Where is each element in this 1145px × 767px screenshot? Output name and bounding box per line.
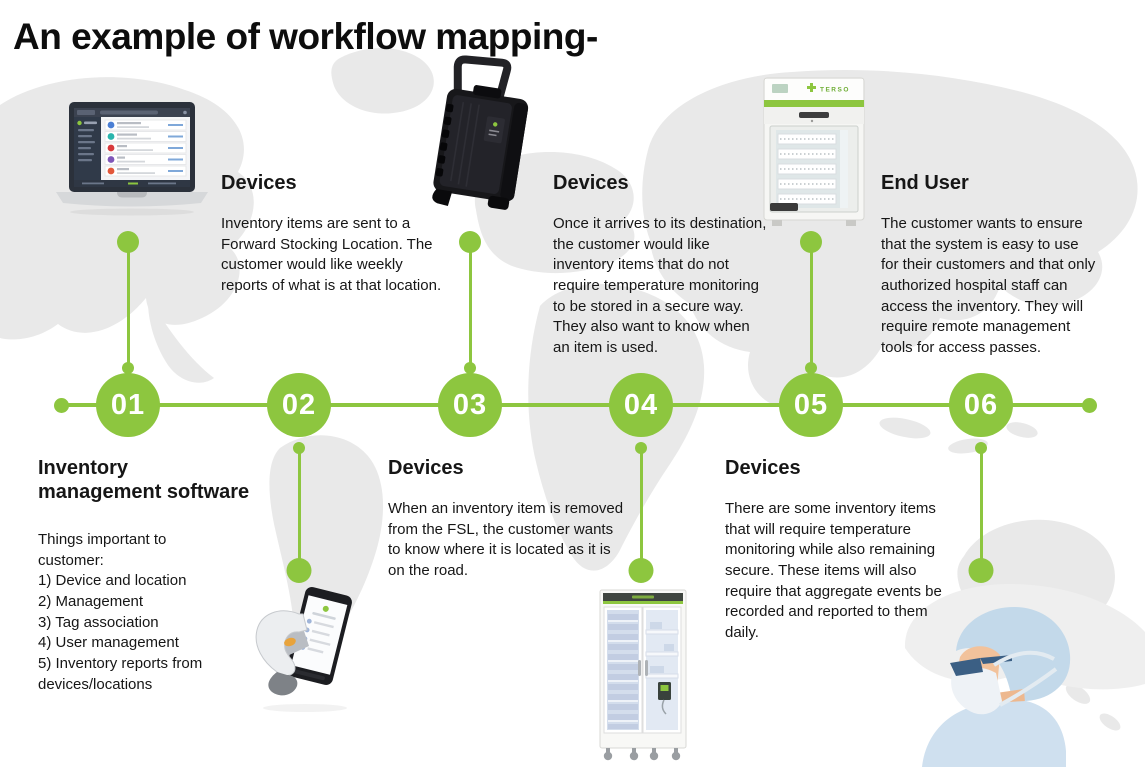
fridge-glass-door xyxy=(769,125,859,213)
step-number-02: 02 xyxy=(281,388,317,421)
step-circle-06: 06 xyxy=(949,373,1013,437)
fridge-header-panel: TERSO xyxy=(764,79,864,107)
step-number-01: 01 xyxy=(110,388,146,421)
step-02-text-block: Devices Inventory items are sent to a Fo… xyxy=(221,171,447,297)
cabinet-handle-left xyxy=(638,660,641,676)
cabinet-casters xyxy=(603,748,681,761)
step-04-heading: Devices xyxy=(553,172,629,194)
surgical-mask xyxy=(951,667,1002,715)
step-number-06: 06 xyxy=(963,388,999,421)
medical-refrigerator-illustration: TERSO xyxy=(763,77,865,226)
laptop-screen xyxy=(69,102,195,192)
step-circle-03: 03 xyxy=(438,373,502,437)
connector-step-06 xyxy=(979,448,983,570)
step-circle-05: 05 xyxy=(779,373,843,437)
step-06-text-block: End User The customer wants to ensure th… xyxy=(881,171,1097,359)
step-number-03: 03 xyxy=(452,388,488,421)
step-01-text-block: Inventory management software Things imp… xyxy=(38,456,273,696)
glasses-lens xyxy=(950,658,983,676)
handheld-scanner-illustration xyxy=(255,587,352,712)
cabinet-left-door xyxy=(603,606,643,734)
step-02-body: Inventory items are sent to a Forward St… xyxy=(221,215,442,295)
cabinet-control-panel xyxy=(658,682,671,715)
fridge-trays xyxy=(777,133,837,205)
fridge-door-handle xyxy=(770,203,798,211)
step-number-04: 04 xyxy=(623,388,659,421)
connector-step-01 xyxy=(126,242,130,368)
page-title: An example of workflow mapping- xyxy=(13,16,598,57)
cabinet-handle-right xyxy=(645,660,648,676)
step-circle-01: 01 xyxy=(96,373,160,437)
step-06-heading: End User xyxy=(881,172,969,194)
timeline-start-dot xyxy=(54,397,69,413)
step-02-heading: Devices xyxy=(221,172,297,194)
rugged-case-illustration xyxy=(432,55,529,210)
timeline-axis xyxy=(58,403,1092,407)
step-number-05: 05 xyxy=(793,388,829,421)
scrubs-body xyxy=(922,701,1066,767)
laptop-illustration xyxy=(56,102,208,216)
laptop-base xyxy=(56,192,208,216)
case-label xyxy=(483,116,505,144)
step-04-body: Once it arrives to its destination, the … xyxy=(553,215,767,357)
dashboard-list-rows xyxy=(104,119,187,177)
mask-strap-upper xyxy=(992,650,1055,667)
step-06-body: The customer wants to ensure that the sy… xyxy=(881,215,1096,357)
scanner-grip-underside xyxy=(268,672,298,696)
connector-step-02 xyxy=(297,448,301,570)
step-03-heading: Devices xyxy=(388,457,464,479)
nurse-illustration xyxy=(922,607,1071,767)
connector-step-05 xyxy=(809,242,813,368)
step-01-body: Things important to customer: 1) Device … xyxy=(38,531,203,693)
cabinet-right-door xyxy=(642,606,682,734)
timeline-end-dot xyxy=(1082,397,1097,413)
step-04-text-block: Devices Once it arrives to its destinati… xyxy=(553,171,767,359)
fridge-brand-text: TERSO xyxy=(820,87,850,94)
step-05-body: There are some inventory items that will… xyxy=(725,500,942,642)
case-trolley-handle xyxy=(453,55,512,122)
mask-strap-lower xyxy=(999,667,1058,707)
connector-step-04 xyxy=(639,448,643,570)
step-01-heading: Inventory management software xyxy=(38,457,250,503)
step-circle-02: 02 xyxy=(267,373,331,437)
scanner-grip xyxy=(255,610,308,676)
step-05-heading: Devices xyxy=(725,457,801,479)
case-wheels xyxy=(432,188,510,210)
storage-cabinet-illustration xyxy=(599,589,687,761)
step-circle-04: 04 xyxy=(609,373,673,437)
step-05-text-block: Devices There are some inventory items t… xyxy=(725,456,963,644)
step-03-text-block: Devices When an inventory item is remove… xyxy=(388,456,624,582)
connector-step-03 xyxy=(468,242,472,368)
scanner-trigger-button xyxy=(284,637,296,647)
step-03-body: When an inventory item is removed from t… xyxy=(388,500,624,580)
